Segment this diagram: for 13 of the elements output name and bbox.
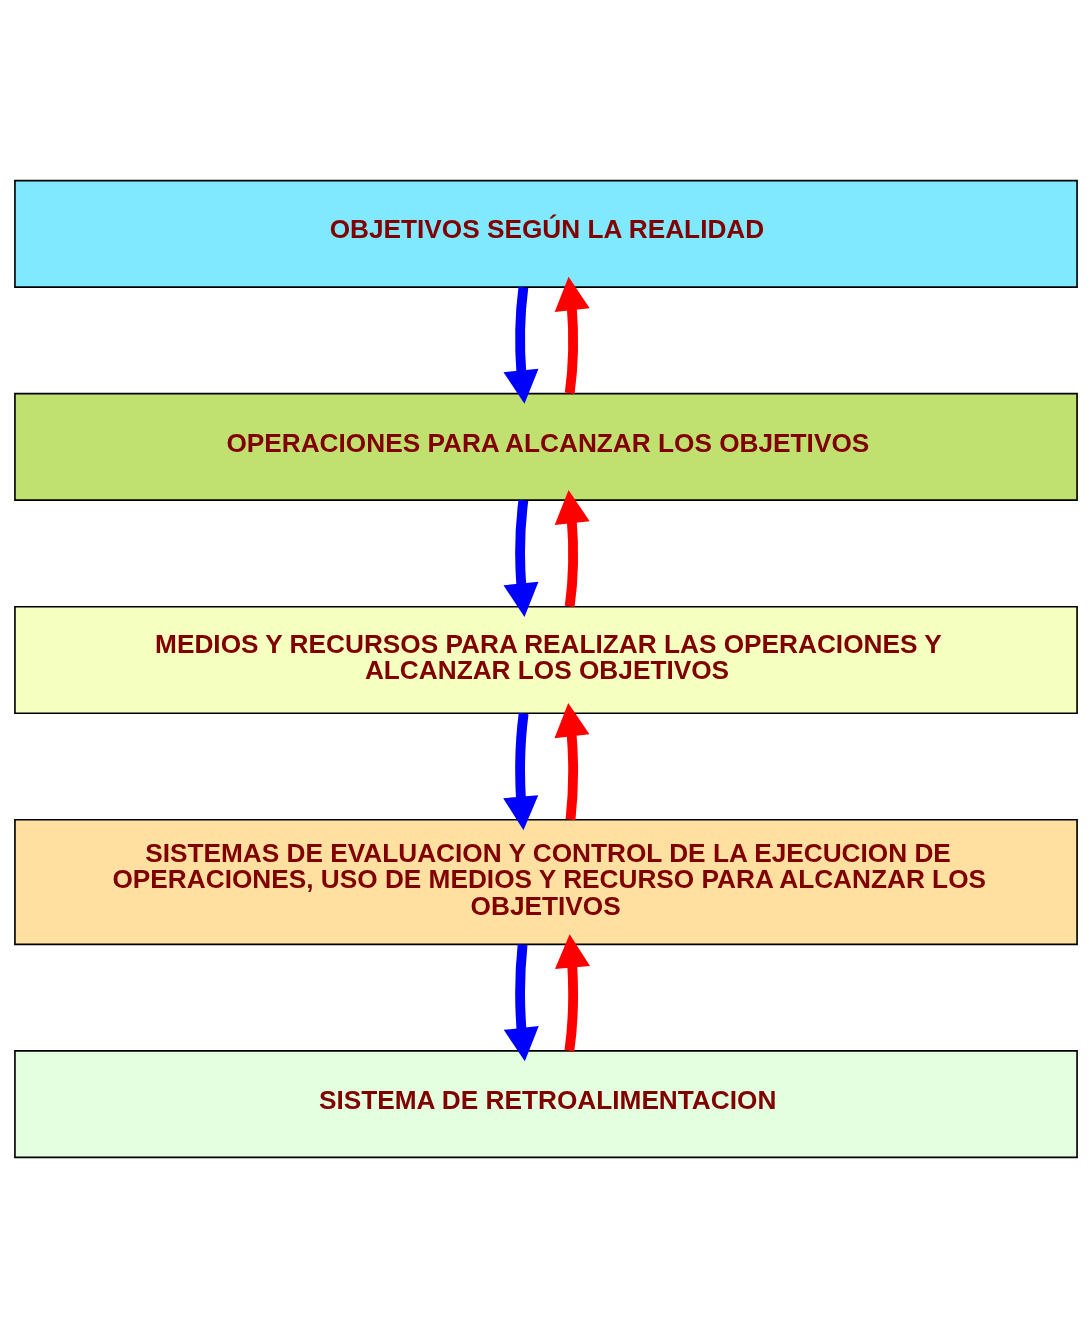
node-box: OBJETIVOS SEGÚN LA REALIDAD [14,179,1078,288]
node-box: SISTEMAS DE EVALUACION Y CONTROL DE LA EJECUCION DE OPERACIONES, USO DE MEDIOS Y RECURSO PARA ALCANZAR LOS OBJETIVOS [14,818,1078,945]
node-box: MEDIOS Y RECURSOS PARA REALIZAR LAS OPERACIONES Y ALCANZAR LOS OBJETIVOS [14,605,1078,714]
node-box: SISTEMA DE RETROALIMENTACION [14,1049,1078,1158]
arrow [554,489,590,607]
arrow [503,943,539,1061]
arrow [503,499,539,617]
node-box: OPERACIONES PARA ALCANZAR LOS OBJETIVOS [14,392,1078,501]
arrow [554,933,591,1051]
arrow [554,276,590,394]
arrow [503,712,539,830]
arrow [554,702,590,820]
arrow [503,286,539,404]
